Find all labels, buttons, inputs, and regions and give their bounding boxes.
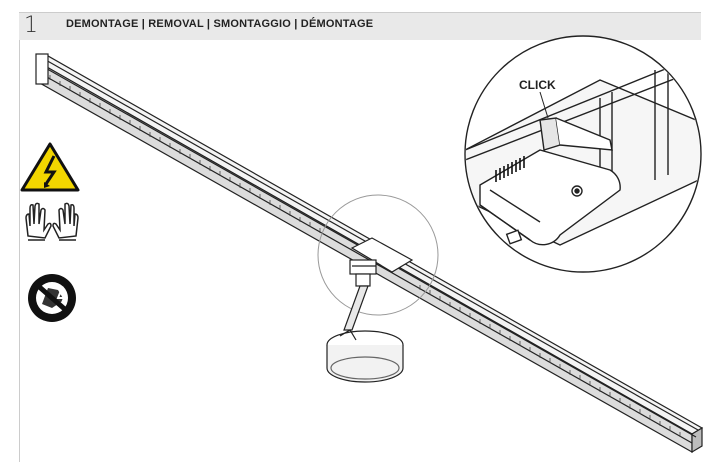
click-label: CLICK — [519, 78, 556, 92]
spotlight-head — [326, 329, 404, 383]
no-live-touch-prohibition-icon — [28, 274, 76, 322]
track-adapter — [343, 237, 414, 331]
protective-gloves-icon — [25, 202, 79, 241]
frame-left-border — [19, 40, 20, 462]
click-detail-callout — [464, 35, 702, 273]
frame-top-border — [19, 12, 701, 13]
step-title: DEMONTAGE | REMOVAL | SMONTAGGIO | DÉMON… — [66, 18, 374, 30]
detail-focus-circle — [317, 194, 439, 316]
step-header — [19, 12, 701, 40]
rail-ribbing — [49, 75, 681, 437]
electrical-hazard-warning-icon — [20, 142, 80, 192]
step-number: 1 — [24, 13, 38, 38]
